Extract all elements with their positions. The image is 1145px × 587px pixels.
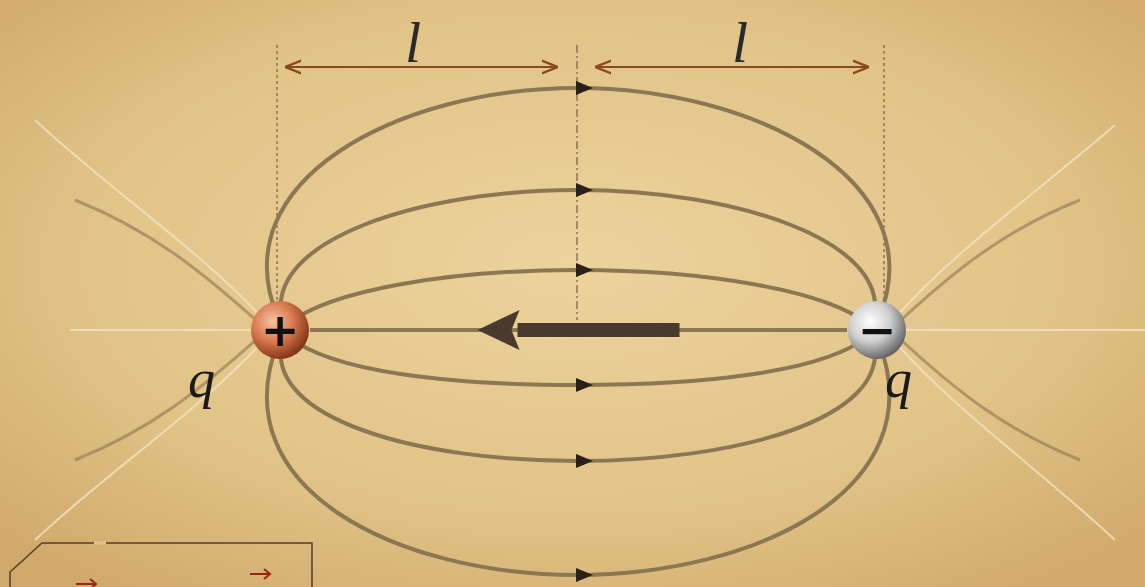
dipole-moment-arrow: [310, 310, 847, 350]
outer-field-lines: [35, 120, 1145, 540]
charge-label: q: [188, 352, 215, 406]
length-label: l: [732, 14, 748, 72]
charge-sign: −: [847, 300, 907, 360]
arrow-head: [478, 310, 520, 350]
formula-box: [10, 543, 312, 587]
negative-charge: −q: [847, 300, 907, 360]
charge-sign: +: [250, 300, 310, 360]
reference-lines: [277, 45, 884, 330]
arrow-shaft: [518, 323, 680, 337]
length-label: l: [405, 14, 421, 72]
charge-label: q: [885, 352, 912, 406]
dimension-arrows: [287, 66, 867, 68]
axis-field-line: [310, 328, 847, 332]
field-lines: [267, 88, 889, 575]
positive-charge: +q: [250, 300, 310, 360]
